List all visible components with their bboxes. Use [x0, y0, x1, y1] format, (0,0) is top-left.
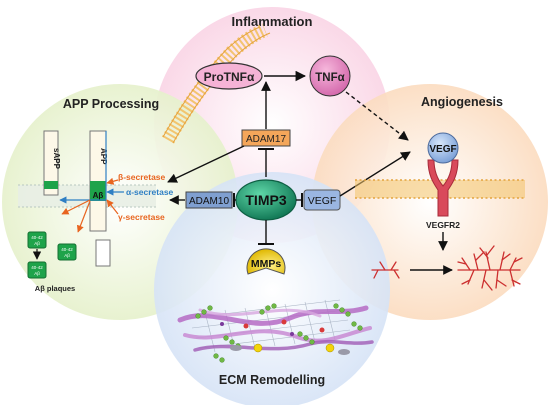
- protnf-label: ProTNFα: [204, 70, 255, 84]
- gamma-secretase-pointer: [106, 199, 119, 215]
- abeta-plaque-2-bottom: Aβ: [34, 271, 40, 276]
- inflammation-title: Inflammation: [232, 14, 313, 29]
- adam17-label: ADAM17: [246, 134, 286, 145]
- vegfr2-label: VEGFR2: [426, 220, 460, 230]
- alpha-secretase-label: α-secretase: [126, 187, 174, 197]
- vegf-hub-label: VEGF: [308, 195, 337, 207]
- abeta-plaque-3-bottom: Aβ: [64, 253, 70, 258]
- angiogenesis-title: Angiogenesis: [421, 95, 503, 109]
- protnf-node: [195, 62, 263, 90]
- abeta-plaque-1-top: 40-42: [31, 235, 43, 240]
- timp3-label: TIMP3: [245, 192, 286, 208]
- app-processing-title: APP Processing: [63, 97, 159, 111]
- gamma-secretase-label: γ-secretase: [118, 212, 165, 222]
- sapp-label: sAPP: [52, 148, 61, 170]
- tnf-node: [309, 55, 351, 97]
- mmps-label: MMPs: [251, 258, 281, 270]
- adam17-to-app-arrow: [167, 145, 245, 183]
- ecm-remodelling-title: ECM Remodelling: [219, 373, 325, 387]
- vegf-ligand-label: VEGF: [429, 144, 456, 155]
- abeta-plaque-1: [27, 231, 47, 249]
- vegfr2-receptor: [427, 159, 459, 217]
- tnf-to-vegf-dashed-arrow: [345, 91, 409, 141]
- abeta-plaque-3-top: 40-42: [61, 247, 73, 252]
- app-fragment: [95, 239, 111, 267]
- vegf-hub-node: [303, 189, 341, 211]
- inflammation-membrane: [161, 23, 271, 144]
- sapp-bar: [43, 130, 59, 196]
- adam10-node: [185, 191, 233, 209]
- beta-secretase-pointer: [106, 177, 119, 185]
- angiogenesis-illustration: VEGF VEGFR2: [355, 132, 525, 291]
- vegf-ligand-node: [427, 132, 459, 164]
- abeta-segment: [90, 181, 106, 201]
- ecm-proteoglycans: [195, 303, 363, 363]
- app-label: APP: [99, 148, 108, 165]
- vegf-to-receptor-arrow: [339, 151, 411, 197]
- vessel-small: [371, 261, 400, 279]
- abeta-release-arrow-2: [76, 200, 91, 233]
- abeta-plaque-3: [57, 243, 77, 261]
- adam10-label: ADAM10: [189, 196, 229, 207]
- abeta-plaque-2: [27, 261, 47, 279]
- beta-secretase-label: β-secretase: [118, 172, 166, 182]
- ecm-illustration: [177, 299, 374, 363]
- abeta-plaques-label: Aβ plaques: [35, 284, 75, 293]
- mmps-node: [246, 248, 286, 275]
- abeta-plaque-2-top: 40-42: [31, 265, 43, 270]
- abeta-label: Aβ: [93, 191, 104, 200]
- ecm-accents: [220, 319, 350, 355]
- sapp-green-segment: [44, 181, 58, 189]
- adam17-node: [241, 129, 291, 147]
- tnf-label: TNFα: [315, 72, 344, 84]
- app-processing-illustration: sAPP APP Aβ α-secretase β-secretase γ-se…: [18, 130, 174, 293]
- vessel-branched: [457, 245, 523, 291]
- abeta-release-arrow-1: [61, 199, 91, 215]
- abeta-plaque-1-bottom: Aβ: [34, 241, 40, 246]
